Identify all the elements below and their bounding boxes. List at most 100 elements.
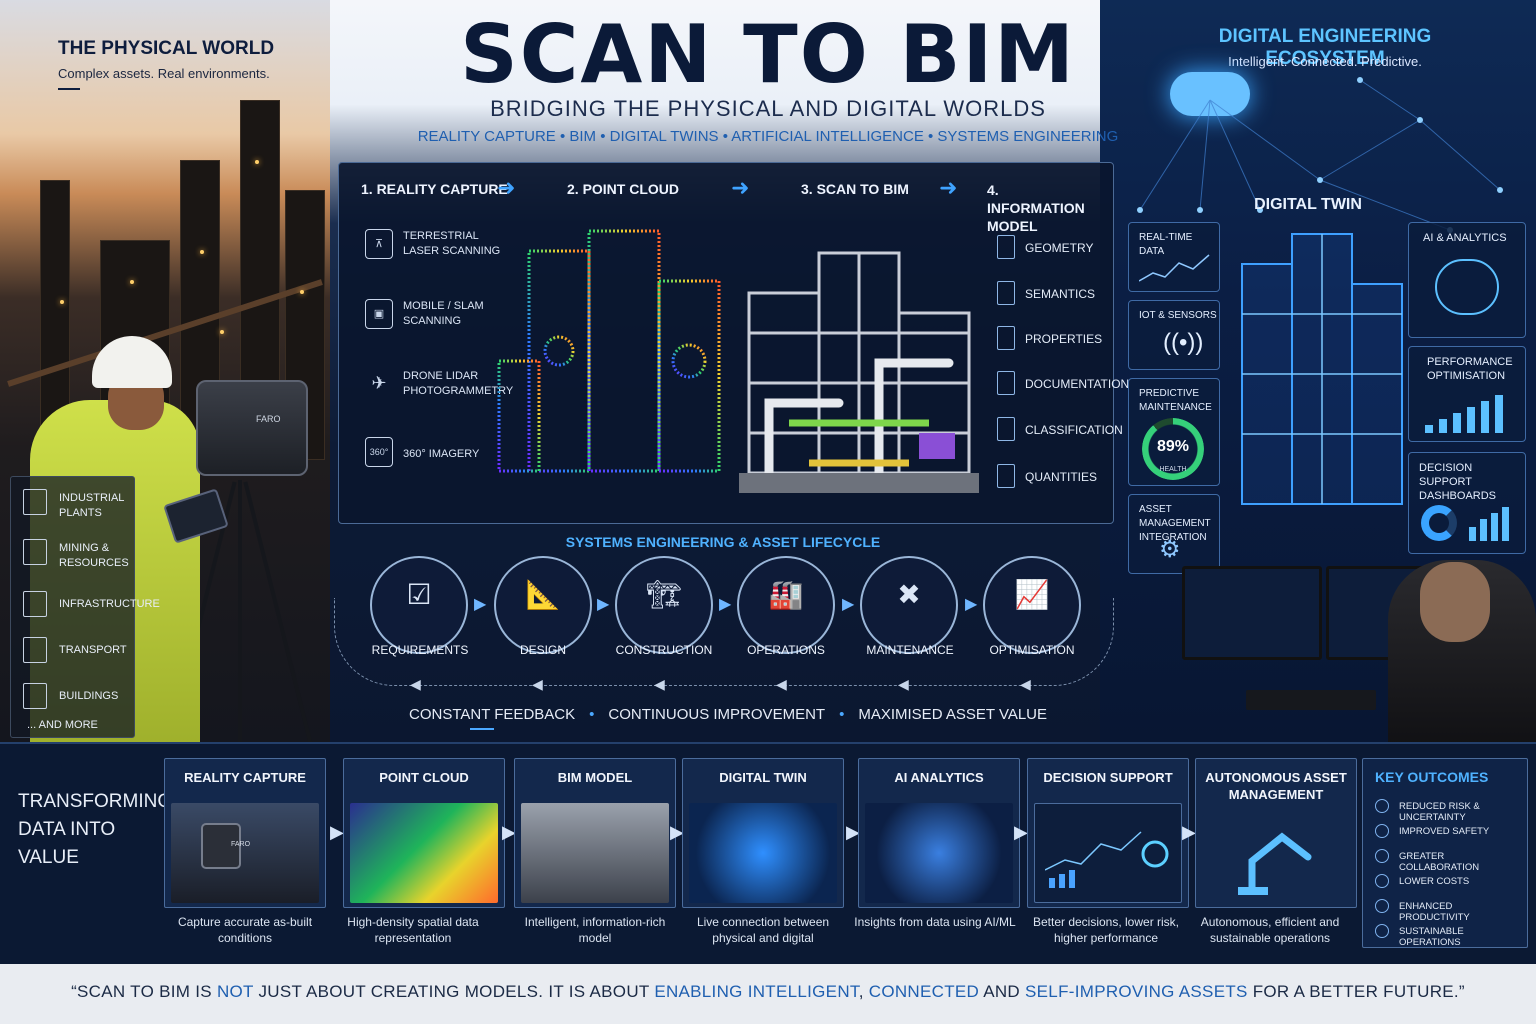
- info-documentation: DOCUMENTATION: [993, 371, 1129, 401]
- value-card-title: REALITY CAPTURE: [184, 770, 306, 785]
- arrow-right-icon: ▶: [719, 596, 732, 613]
- info-geometry: GEOMETRY: [993, 235, 1113, 265]
- step-point-cloud: 2. POINT CLOUD: [567, 181, 680, 197]
- value-card-caption: Capture accurate as-built conditions: [177, 915, 313, 945]
- arrow-left-icon: ◀: [654, 676, 665, 692]
- point-cloud-illustration: [497, 229, 729, 473]
- trend-icon: [1375, 899, 1389, 913]
- growth-chart-icon: 📈: [1014, 579, 1050, 610]
- arrow-right-icon: ▶: [330, 822, 344, 842]
- digital-twin-label: DIGITAL TWIN: [1254, 196, 1362, 213]
- quote-bar: “SCAN TO BIM IS NOT JUST ABOUT CREATING …: [0, 964, 1536, 1024]
- sector-label: MINING & RESOURCES: [59, 542, 129, 569]
- alert-icon: [1375, 799, 1389, 813]
- capture-method-label: TERRESTRIAL LASER SCANNING: [403, 230, 501, 257]
- quote-text: FOR A BETTER FUTURE.”: [1247, 982, 1465, 1001]
- building-icon: [23, 683, 47, 709]
- lifecycle-operations: 🏭: [737, 556, 835, 654]
- physical-world-heading: THE PHYSICAL WORLD: [58, 38, 275, 59]
- value-card-title: DIGITAL TWIN: [719, 770, 807, 785]
- quote-highlight: ENABLING INTELLIGENT: [654, 982, 859, 1001]
- card-label: PREDICTIVE MAINTENANCE: [1139, 388, 1212, 413]
- key-outcomes-panel: KEY OUTCOMES REDUCED RISK & UNCERTAINTY …: [1362, 758, 1528, 948]
- info-label: GEOMETRY: [1025, 241, 1094, 255]
- info-label: QUANTITIES: [1025, 470, 1098, 484]
- value-chain-title-line: VALUE: [18, 847, 79, 868]
- step-reality-capture: 1. REALITY CAPTURE: [361, 181, 508, 197]
- brain-icon: [1435, 259, 1499, 315]
- scan-to-bim-workflow-panel: 1. REALITY CAPTURE ➜ 2. POINT CLOUD ➜ 3.…: [338, 162, 1129, 524]
- document-icon: [997, 417, 1015, 441]
- scanner-brand-label: FARO: [256, 414, 281, 424]
- sector-infrastructure: INFRASTRUCTURE: [19, 589, 160, 625]
- arrow-left-icon: ◀: [776, 676, 787, 692]
- digital-twin-image: [689, 803, 837, 903]
- capture-method-label: 360° IMAGERY: [403, 448, 480, 460]
- sector-mining: MINING & RESOURCES: [19, 537, 137, 573]
- sector-list: INDUSTRIAL PLANTS MINING & RESOURCES INF…: [10, 476, 160, 738]
- arrow-left-icon: ◀: [1020, 676, 1031, 692]
- feedback-statement: CONSTANT FEEDBACK•CONTINUOUS IMPROVEMENT…: [408, 706, 1048, 723]
- document-icon: [997, 371, 1015, 395]
- capture-method-label: MOBILE / SLAM SCANNING: [403, 300, 484, 327]
- digital-twin-illustration: [1241, 233, 1403, 505]
- quote-highlight: NOT: [216, 982, 254, 1001]
- card-performance-optimisation: PERFORMANCE OPTIMISATION: [1408, 346, 1526, 442]
- outcome-label: SUSTAINABLE OPERATIONS: [1399, 926, 1464, 948]
- sector-transport: TRANSPORT: [19, 635, 137, 671]
- outcome-item: SUSTAINABLE OPERATIONS: [1375, 924, 1525, 948]
- sector-industrial-plants: INDUSTRIAL PLANTS: [19, 487, 137, 523]
- card-label: AI & ANALYTICS: [1423, 232, 1507, 244]
- card-label: IOT & SENSORS: [1139, 310, 1217, 321]
- lifecycle-maintenance: ✖: [860, 556, 958, 654]
- document-icon: [997, 326, 1015, 350]
- info-quantities: QUANTITIES: [993, 464, 1113, 494]
- lifecycle-label: DESIGN: [519, 643, 566, 657]
- info-label: SEMANTICS: [1025, 287, 1096, 301]
- outcome-item: IMPROVED SAFETY: [1375, 824, 1525, 844]
- dashboard-image: [1034, 803, 1182, 903]
- value-card-ai-analytics: AI ANALYTICS: [858, 758, 1020, 908]
- lifecycle-optimisation: 📈: [983, 556, 1081, 654]
- ruler-triangle-icon: 📐: [525, 579, 561, 610]
- info-label: CLASSIFICATION: [1025, 423, 1123, 437]
- value-chain-title-line: DATA INTO: [18, 819, 116, 840]
- arrow-right-icon: ▶: [502, 822, 516, 842]
- tripod-scanner-icon: ⊼: [365, 229, 393, 259]
- info-classification: CLASSIFICATION: [993, 417, 1123, 447]
- capture-method-360: 360° 360° IMAGERY: [359, 435, 509, 475]
- quote-highlight: CONNECTED: [868, 982, 980, 1001]
- card-label: DECISION SUPPORT DASHBOARDS: [1419, 462, 1497, 502]
- cloud-icon: [1170, 72, 1250, 116]
- closing-quote: “SCAN TO BIM IS NOT JUST ABOUT CREATING …: [0, 982, 1536, 1002]
- camera-360-icon: 360°: [365, 437, 393, 467]
- bar-chart-icon: [1425, 395, 1503, 433]
- document-icon: [997, 281, 1015, 305]
- outcome-item: LOWER COSTS: [1375, 874, 1525, 894]
- lifecycle-label: REQUIREMENTS: [371, 643, 469, 657]
- clipboard-icon: ☑: [406, 579, 432, 610]
- outcome-label: IMPROVED SAFETY: [1399, 826, 1490, 837]
- bar-chart-icon: [1469, 507, 1509, 541]
- sector-buildings: BUILDINGS: [19, 681, 137, 717]
- step-information-model: 4. INFORMATION MODEL: [987, 182, 1085, 234]
- lifecycle-title: SYSTEMS ENGINEERING & ASSET LIFECYCLE: [565, 534, 881, 550]
- digital-ecosystem-subheading: Intelligent. Connected. Predictive.: [1228, 54, 1422, 69]
- bim-model-illustration: [739, 251, 979, 493]
- value-card-title: POINT CLOUD: [379, 770, 469, 785]
- value-card-title: BIM MODEL: [557, 770, 633, 785]
- card-label: ASSET MANAGEMENT INTEGRATION: [1139, 504, 1211, 543]
- quote-text: “SCAN TO BIM IS: [71, 982, 217, 1001]
- value-card-bim-model: BIM MODEL: [514, 758, 676, 908]
- arrow-right-icon: ▶: [474, 596, 487, 613]
- key-outcomes-title: KEY OUTCOMES: [1375, 769, 1489, 785]
- value-card-title: AUTONOMOUS ASSET MANAGEMENT: [1205, 770, 1347, 802]
- sector-label: BUILDINGS: [59, 690, 119, 702]
- value-card-caption: Live connection between physical and dig…: [696, 915, 830, 945]
- value-chain-title-line: TRANSFORMING: [18, 791, 173, 812]
- outcome-label: LOWER COSTS: [1399, 876, 1470, 887]
- card-iot-sensors: IOT & SENSORS ((•)): [1128, 300, 1220, 370]
- robot-arm-image: [1202, 815, 1350, 903]
- people-icon: [1375, 849, 1389, 863]
- info-properties: PROPERTIES: [993, 326, 1113, 356]
